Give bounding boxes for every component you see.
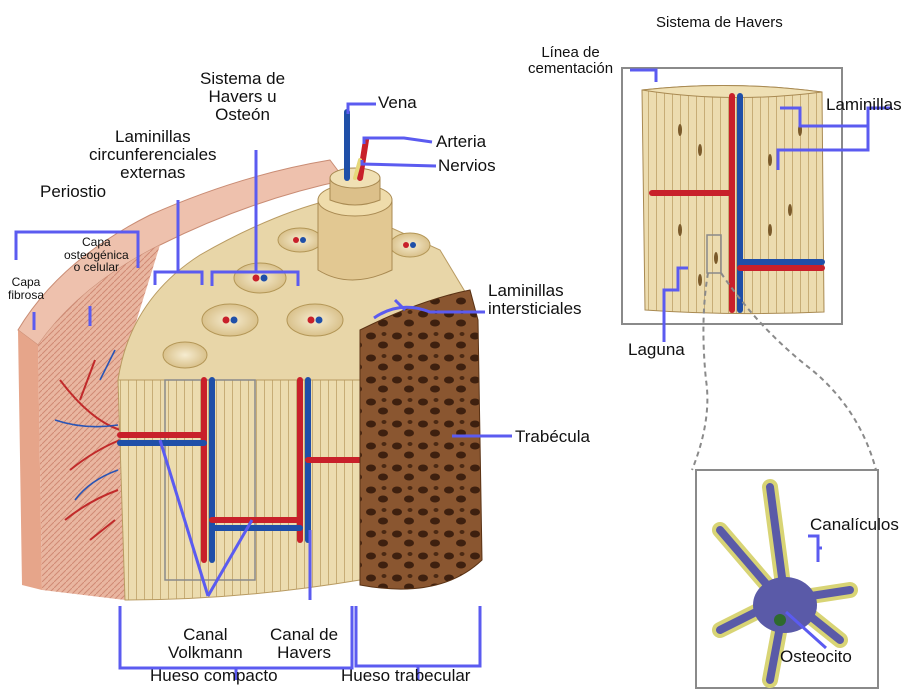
label-sistema-havers-osteon: Sistema de Havers u Osteón	[200, 70, 285, 124]
compact-front-face	[118, 380, 360, 600]
label-laminillas-circunferenciales: Laminillas circunferenciales externas	[89, 128, 217, 182]
label-periostio: Periostio	[40, 183, 106, 201]
label-trabecula: Trabécula	[515, 428, 590, 446]
label-canal-havers: Canal de Havers	[270, 626, 338, 662]
label-capa-fibrosa: Capa fibrosa	[8, 276, 44, 301]
trabecular-bone	[360, 290, 482, 589]
label-nervios: Nervios	[438, 157, 496, 175]
label-canal-volkmann: Canal Volkmann	[168, 626, 243, 662]
label-laguna: Laguna	[628, 341, 685, 359]
label-vena: Vena	[378, 94, 417, 112]
label-arteria: Arteria	[436, 133, 486, 151]
label-osteocito: Osteocito	[780, 648, 852, 666]
label-hueso-compacto: Hueso compacto	[150, 667, 278, 685]
label-capa-osteogenica: Capa osteogénica o celular	[64, 236, 129, 274]
page-title: Sistema de Havers	[656, 15, 783, 31]
label-hueso-trabecular: Hueso trabecular	[341, 667, 470, 685]
label-canaliculos: Canalículos	[810, 516, 899, 534]
label-laminillas: Laminillas	[826, 96, 902, 114]
label-laminillas-intersticiales: Laminillas intersticiales	[488, 282, 582, 318]
label-linea-cementacion: Línea de cementación	[528, 45, 613, 77]
